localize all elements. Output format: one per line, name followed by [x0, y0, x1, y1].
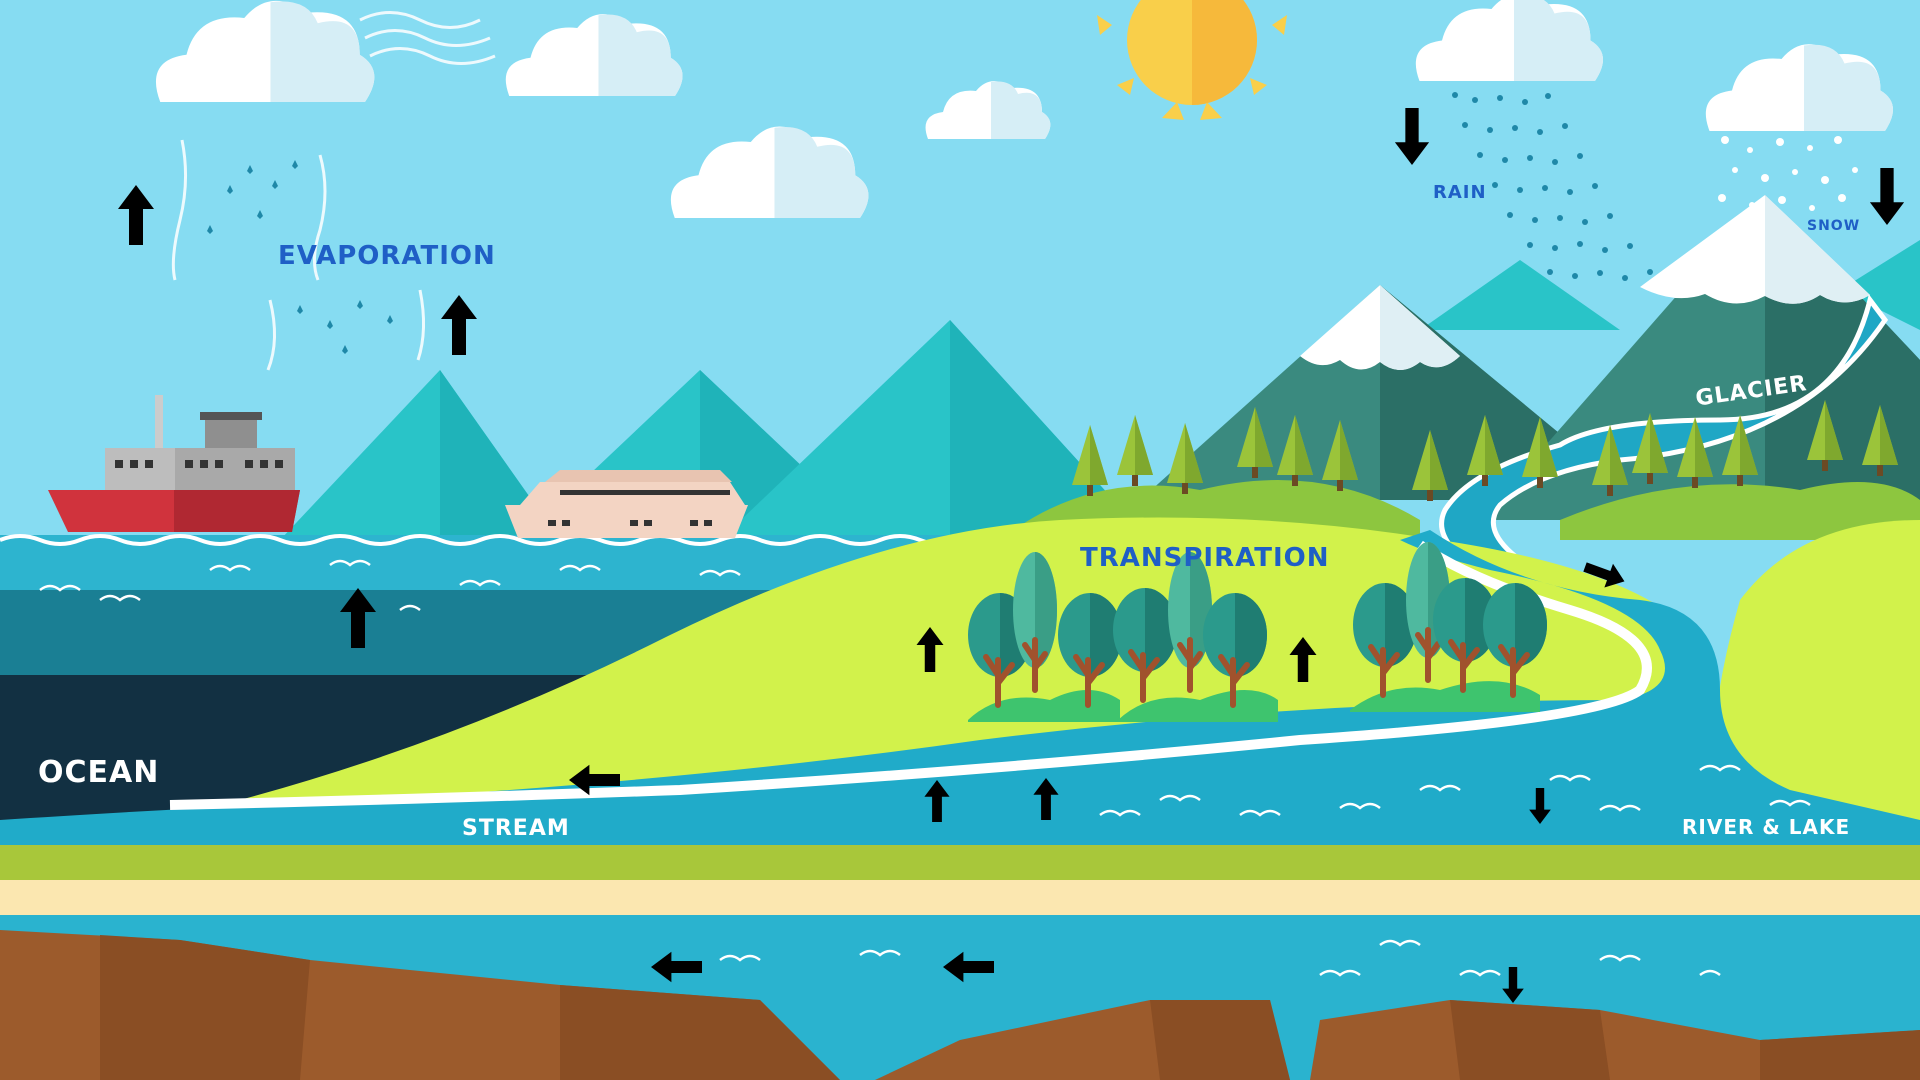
label-snow: SNOW: [1807, 218, 1860, 234]
label-transpiration: TRANSPIRATION: [1080, 543, 1330, 573]
sand-strip: [0, 880, 1920, 915]
yacht-icon: [505, 470, 748, 538]
soil: [0, 930, 1920, 1080]
forest-left: [968, 552, 1278, 722]
snow-flakes: [1718, 136, 1858, 211]
wind-lines: [359, 11, 496, 65]
rain-drops: [1452, 92, 1653, 281]
river: [0, 530, 1920, 850]
groundwater-waves: [719, 939, 1721, 977]
label-river-lake: RIVER & LAKE: [1682, 815, 1850, 839]
label-ocean: OCEAN: [38, 755, 159, 790]
label-rain: RAIN: [1433, 182, 1487, 203]
sun-icon: [1097, 0, 1287, 120]
label-evaporation: EVAPORATION: [278, 241, 496, 271]
vapor-lines: [171, 139, 426, 371]
right-land: [1713, 520, 1920, 820]
stream-bank: [169, 540, 1652, 810]
forest-right: [1350, 542, 1547, 712]
river-waves: [1099, 764, 1811, 817]
vapor-drops: [207, 160, 393, 354]
label-stream: STREAM: [462, 816, 570, 841]
grass-strip: [0, 845, 1920, 880]
cargo-ship-icon: [48, 395, 300, 532]
